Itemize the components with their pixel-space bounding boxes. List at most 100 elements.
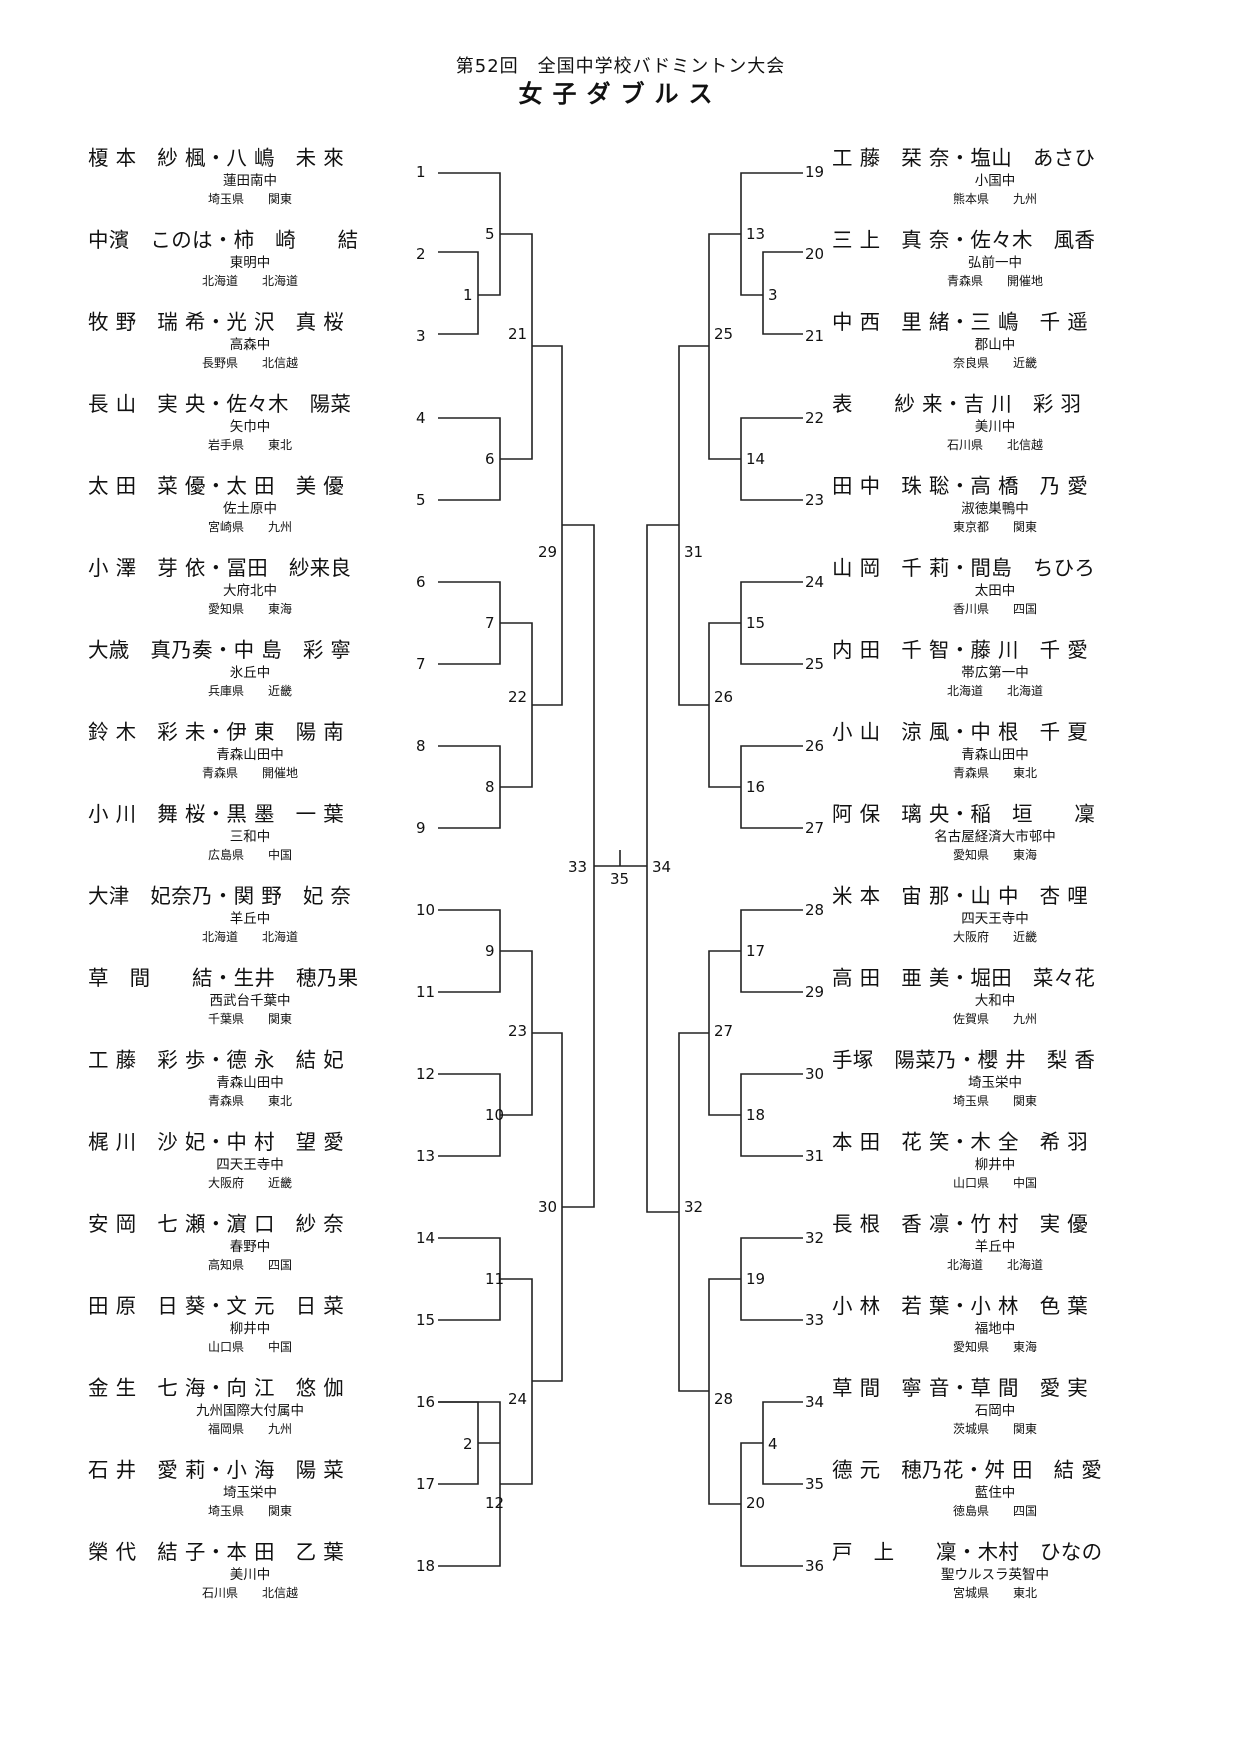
school-name: 石岡中 <box>974 1403 1016 1419</box>
match-number: 31 <box>684 543 704 561</box>
region-label: 大阪府 近畿 <box>207 1176 292 1190</box>
school-name: 蓮田南中 <box>223 173 277 189</box>
school-name: 羊丘中 <box>229 911 271 927</box>
event-title: 女子ダブルス <box>518 80 723 108</box>
school-name: 四天王寺中 <box>961 911 1029 927</box>
school-name: 美川中 <box>974 419 1016 435</box>
region-label: 宮城県 東北 <box>952 1586 1037 1600</box>
region-label: 北海道 北海道 <box>946 1258 1043 1272</box>
region-label: 香川県 四国 <box>952 602 1037 616</box>
region-label: 埼玉県 関東 <box>207 1504 292 1518</box>
seed-number: 22 <box>805 409 825 427</box>
region-label: 高知県 四国 <box>207 1258 292 1272</box>
match-number: 15 <box>746 614 766 632</box>
school-name: 春野中 <box>229 1239 271 1255</box>
match-number: 22 <box>508 688 528 706</box>
tournament-title: 第52回 全国中学校バドミントン大会 <box>455 56 786 77</box>
school-name: 柳井中 <box>229 1321 271 1337</box>
region-label: 山口県 中国 <box>952 1176 1037 1190</box>
region-label: 熊本県 九州 <box>952 192 1037 206</box>
school-name: 西武台千葉中 <box>209 993 291 1009</box>
match-number: 1 <box>463 286 473 304</box>
player-pair: 太 田 菜 優・太 田 美 優 <box>88 474 345 498</box>
match-number: 34 <box>652 858 672 876</box>
school-name: 埼玉栄中 <box>968 1075 1022 1091</box>
match-number: 29 <box>538 543 558 561</box>
school-name: 青森山田中 <box>961 747 1029 763</box>
region-label: 兵庫県 近畿 <box>207 684 292 698</box>
player-pair: 長 山 実 央・佐々木 陽菜 <box>88 392 352 416</box>
seed-number: 30 <box>805 1065 825 1083</box>
seed-number: 18 <box>416 1557 436 1575</box>
region-label: 広島県 中国 <box>207 848 292 862</box>
match-number: 19 <box>746 1270 766 1288</box>
school-name: 佐土原中 <box>223 501 277 517</box>
region-label: 宮崎県 九州 <box>207 520 292 534</box>
match-number: 24 <box>508 1390 528 1408</box>
player-pair: 榮 代 結 子・本 田 乙 葉 <box>88 1540 345 1564</box>
region-label: 奈良県 近畿 <box>952 356 1037 370</box>
match-number: 23 <box>508 1022 528 1040</box>
player-pair: 阿 保 璃 央・稲 垣 凜 <box>832 802 1096 826</box>
region-label: 石川県 北信越 <box>946 438 1043 452</box>
match-number: 8 <box>485 778 495 796</box>
school-name: 聖ウルスラ英智中 <box>941 1567 1049 1583</box>
region-label: 茨城県 関東 <box>952 1422 1037 1436</box>
school-name: 帯広第一中 <box>961 665 1029 681</box>
region-label: 千葉県 関東 <box>207 1012 292 1026</box>
school-name: 東明中 <box>229 255 271 271</box>
player-pair: 小 川 舞 桜・黒 墨 一 葉 <box>88 802 345 826</box>
school-name: 太田中 <box>974 583 1016 599</box>
region-label: 北海道 北海道 <box>946 684 1043 698</box>
player-pair: 高 田 亜 美・堀田 菜々花 <box>832 966 1096 990</box>
match-number: 14 <box>746 450 766 468</box>
seed-number: 28 <box>805 901 825 919</box>
seed-number: 15 <box>416 1311 436 1329</box>
match-number: 2 <box>463 1435 473 1453</box>
region-label: 愛知県 東海 <box>207 602 292 616</box>
region-label: 北海道 北海道 <box>201 930 298 944</box>
match-number: 26 <box>714 688 734 706</box>
player-pair: 三 上 真 奈・佐々木 風香 <box>832 228 1096 252</box>
school-name: 四天王寺中 <box>216 1157 284 1173</box>
player-pair: 工 藤 栞 奈・塩山 あさひ <box>832 146 1096 170</box>
player-pair: 大歳 真乃奏・中 島 彩 寧 <box>88 638 352 662</box>
region-label: 佐賀県 九州 <box>952 1012 1037 1026</box>
player-pair: 長 根 香 凛・竹 村 実 優 <box>832 1212 1089 1236</box>
seed-number: 2 <box>416 245 426 263</box>
region-label: 徳島県 四国 <box>952 1504 1037 1518</box>
region-label: 東京都 関東 <box>952 520 1037 534</box>
school-name: 九州国際大付属中 <box>196 1403 304 1419</box>
player-pair: 安 岡 七 瀬・濵 口 紗 奈 <box>88 1212 345 1236</box>
region-label: 大阪府 近畿 <box>952 930 1037 944</box>
player-pair: 草 間 寧 音・草 間 愛 実 <box>832 1376 1089 1400</box>
region-label: 長野県 北信越 <box>201 356 298 370</box>
seed-number: 26 <box>805 737 825 755</box>
player-pair: 小 澤 芽 依・冨田 紗来良 <box>88 556 352 580</box>
player-pair: 德 元 穂乃花・舛 田 結 愛 <box>832 1458 1103 1482</box>
player-pair: 金 生 七 海・向 江 悠 伽 <box>88 1376 345 1400</box>
player-pair: 田 中 珠 聡・高 橋 乃 愛 <box>832 474 1089 498</box>
match-number: 33 <box>568 858 588 876</box>
player-pair: 工 藤 彩 歩・德 永 結 妃 <box>88 1048 345 1072</box>
player-pair: 山 岡 千 莉・間島 ちひろ <box>832 556 1096 580</box>
school-name: 氷丘中 <box>229 665 271 681</box>
player-pair: 中 西 里 緒・三 嶋 千 遥 <box>832 310 1089 334</box>
match-number: 11 <box>485 1270 505 1288</box>
player-pair: 小 林 若 葉・小 林 色 葉 <box>832 1294 1089 1318</box>
seed-number: 13 <box>416 1147 436 1165</box>
school-name: 大府北中 <box>223 583 277 599</box>
region-label: 愛知県 東海 <box>952 1340 1037 1354</box>
match-number: 32 <box>684 1198 704 1216</box>
match-number: 30 <box>538 1198 558 1216</box>
region-label: 山口県 中国 <box>207 1340 292 1354</box>
school-name: 藍住中 <box>974 1485 1016 1501</box>
seed-number: 31 <box>805 1147 825 1165</box>
player-pair: 鈴 木 彩 未・伊 東 陽 南 <box>88 720 345 744</box>
school-name: 三和中 <box>229 829 271 845</box>
player-pair: 内 田 千 智・藤 川 千 愛 <box>832 638 1089 662</box>
match-number: 25 <box>714 325 734 343</box>
school-name: 小国中 <box>974 173 1016 189</box>
match-number: 28 <box>714 1390 734 1408</box>
player-pair: 田 原 日 葵・文 元 日 菜 <box>88 1294 345 1318</box>
